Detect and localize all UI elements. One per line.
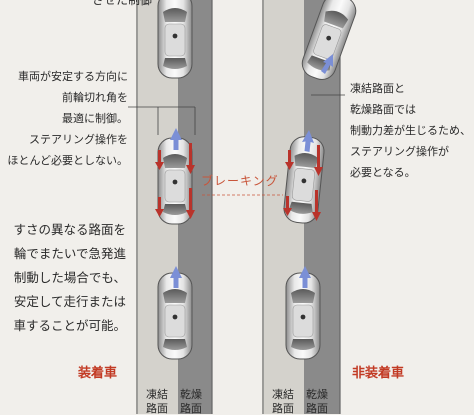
left-desc-line: ほとんど必要としない。	[7, 154, 128, 167]
left-desc-line: 最適に制御。	[62, 112, 128, 125]
left-body-line: 輪でまたいで急発進	[13, 246, 126, 261]
left-desc-line: ステアリング操作を	[29, 133, 128, 146]
arrow-down-icon	[314, 145, 323, 176]
left-body-text: すさの異なる路面を 輪でまたいで急発進 制動した場合でも、 安定して走行または …	[0, 218, 126, 338]
right-desc-line: 必要となる。	[350, 166, 416, 179]
road-label-left-dry: 乾燥	[180, 388, 202, 401]
left-desc-line: 前輪切れ角を	[62, 91, 128, 104]
right-desc-line: 乾燥路面では	[350, 103, 416, 116]
arrow-down-icon	[186, 143, 195, 174]
road-label-left-dry-2: 路面	[180, 402, 202, 415]
road-label-right-icy-2: 路面	[272, 402, 294, 415]
road-label-right-icy: 凍結	[272, 388, 294, 401]
road-label-left-icy: 凍結	[146, 388, 168, 401]
arrow-down-icon	[283, 196, 292, 216]
arrow-up-icon	[321, 54, 333, 74]
left-body-line: 制動した場合でも、	[13, 270, 126, 285]
equipped-label: 装着車	[78, 366, 118, 381]
arrow-down-icon	[285, 150, 294, 170]
arrow-down-icon	[155, 197, 164, 217]
left-body-line: 安定して走行または	[13, 294, 126, 309]
top-fragment-text: させた制御	[92, 0, 153, 7]
arrow-up-icon	[170, 266, 182, 288]
left-body-line: 車することが可能。	[13, 318, 126, 333]
road-label-left-icy-2: 路面	[146, 402, 168, 415]
right-desc-line: 凍結路面と	[350, 82, 405, 95]
right-desc-line: ステアリング操作が	[350, 145, 449, 158]
left-desc-line: 車両が安定する方向に	[18, 70, 128, 83]
not-equipped-label: 非装着車	[352, 366, 405, 381]
left-body-line: すさの異なる路面を	[13, 222, 126, 237]
forward-arrows	[170, 54, 333, 288]
left-description: 車両が安定する方向に 前輪切れ角を 最適に制御。 ステアリング操作を ほとんど必…	[0, 66, 128, 171]
arrow-up-icon	[170, 128, 182, 150]
arrow-down-icon	[312, 190, 321, 221]
arrow-down-icon	[155, 150, 164, 170]
arrow-up-icon	[299, 266, 311, 288]
road-label-right-dry-2: 路面	[306, 402, 328, 415]
braking-label: ブレーキング	[201, 174, 279, 188]
right-desc-line: 制動力差が生じるため、	[350, 124, 471, 137]
car-left-top	[157, 0, 193, 79]
road-label-right-dry: 乾燥	[306, 388, 328, 401]
arrow-up-icon	[302, 130, 314, 152]
right-description: 凍結路面と 乾燥路面では 制動力差が生じるため、 ステアリング操作が 必要となる…	[350, 78, 474, 183]
braking-arrows	[155, 143, 323, 221]
arrow-down-icon	[186, 188, 195, 219]
